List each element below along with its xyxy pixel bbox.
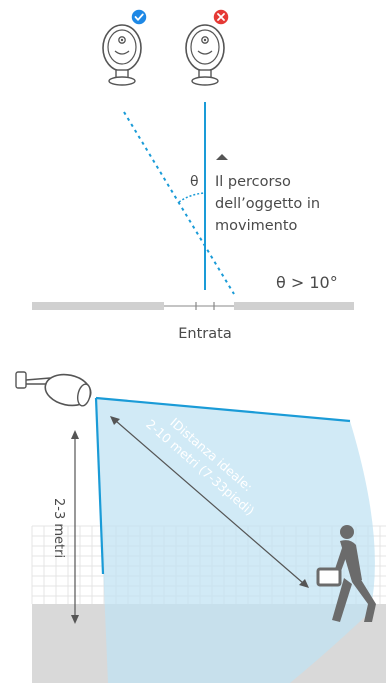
wrong-x-icon — [212, 8, 230, 26]
entrance-label: Entrata — [178, 326, 231, 342]
path-label-line-3: movimento — [215, 218, 298, 234]
coverage-top-edge — [95, 396, 351, 423]
motion-direction-arrow — [216, 154, 228, 160]
wall-left — [32, 302, 164, 310]
correct-check-icon — [130, 8, 148, 26]
top-diagram: θ Il percorso dell’oggetto in movimento … — [32, 8, 354, 342]
bottom-diagram: 2-3 metri IDistanza ideale: 2-10 metri (… — [15, 371, 386, 683]
angle-condition: θ > 10° — [276, 273, 338, 292]
walking-person-icon — [316, 525, 376, 622]
wall-mounted-camera-icon — [15, 371, 92, 407]
distance-dimension-arrow — [110, 416, 309, 588]
camera-correct-icon — [102, 24, 142, 86]
height-dimension-arrow — [71, 430, 79, 624]
height-label: 2-3 metri — [51, 498, 66, 558]
theta-angle-arc — [178, 192, 206, 203]
detection-coverage-area — [96, 398, 375, 683]
coverage-left-edge — [94, 397, 105, 575]
path-label-line-2: dell’oggetto in — [215, 196, 320, 212]
path-label-line-1: Il percorso — [215, 174, 291, 190]
theta-symbol: θ — [190, 174, 199, 190]
diagonal-dashed-path — [123, 111, 235, 295]
camera-wrong-icon — [185, 24, 225, 86]
wall-right — [234, 302, 354, 310]
